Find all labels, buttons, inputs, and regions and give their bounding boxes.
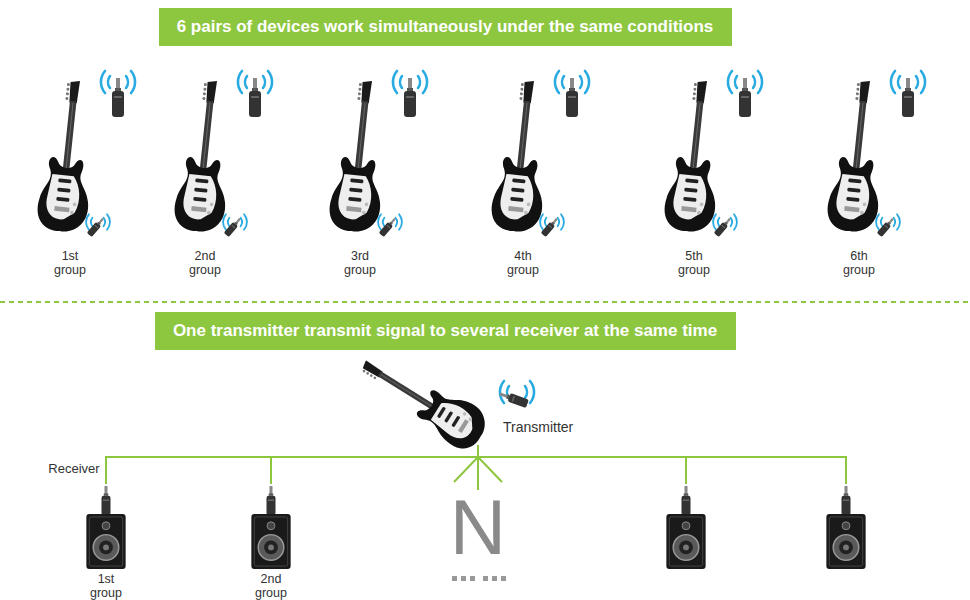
receiver-icon (267, 486, 276, 515)
pair (489, 71, 589, 237)
guitar (489, 78, 555, 234)
speaker (251, 514, 290, 569)
title-banner: One transmitter transmit signal to sever… (155, 312, 736, 350)
guitar (662, 78, 728, 234)
transmitter-guitar (352, 344, 493, 456)
speaker (86, 514, 125, 569)
receiver-icon (842, 486, 851, 515)
group-label: 1st group (84, 573, 128, 600)
receiver-icon (566, 78, 578, 117)
separator-line (0, 301, 970, 303)
receiver-icon (739, 78, 751, 117)
wire (454, 445, 502, 490)
speaker (826, 514, 865, 569)
transmitter-icon (224, 216, 243, 237)
speaker (666, 514, 705, 569)
transmitter-icon (498, 390, 529, 408)
wire (106, 457, 846, 484)
pair (825, 71, 925, 237)
guitar-pairs (35, 71, 925, 237)
receiver-icon (102, 486, 111, 515)
group-label: 5th group (672, 250, 716, 278)
receiver-icon (112, 78, 124, 117)
banner-text: One transmitter transmit signal to sever… (173, 321, 717, 341)
receivers (86, 486, 865, 569)
ellipsis-dots (452, 576, 506, 581)
pair (662, 71, 762, 237)
receiver-icon (902, 78, 914, 117)
title-banner: 6 pairs of devices work simultaneously u… (159, 8, 732, 46)
device-label: Receiver (39, 462, 109, 476)
group-label: 1st group (48, 250, 92, 278)
group-label: 4th group (501, 250, 545, 278)
device-label: Transmitter (503, 420, 593, 435)
transmitter-icon (714, 216, 733, 237)
pair (172, 71, 272, 237)
guitar (327, 78, 393, 234)
group-label: 6th group (837, 250, 881, 278)
banner-text: 6 pairs of devices work simultaneously u… (177, 17, 714, 37)
transmitter-icon (877, 216, 896, 237)
receiver-icon (682, 486, 691, 515)
wire (270, 457, 272, 484)
transmitter-icon (87, 216, 106, 237)
guitar (172, 78, 238, 234)
wire (685, 457, 687, 484)
count-letter: N (438, 488, 518, 566)
receiver-icon (249, 78, 261, 117)
pair (327, 71, 427, 237)
group-label: 2nd group (183, 250, 227, 278)
group-label: 3rd group (338, 250, 382, 278)
transmitter-icon (379, 216, 398, 237)
distribution-wires (106, 445, 846, 490)
pair (35, 71, 135, 237)
transmitter-icon (541, 216, 560, 237)
guitar (825, 78, 891, 234)
guitar (35, 78, 101, 234)
receiver-icon (404, 78, 416, 117)
group-label: 2nd group (249, 573, 293, 600)
